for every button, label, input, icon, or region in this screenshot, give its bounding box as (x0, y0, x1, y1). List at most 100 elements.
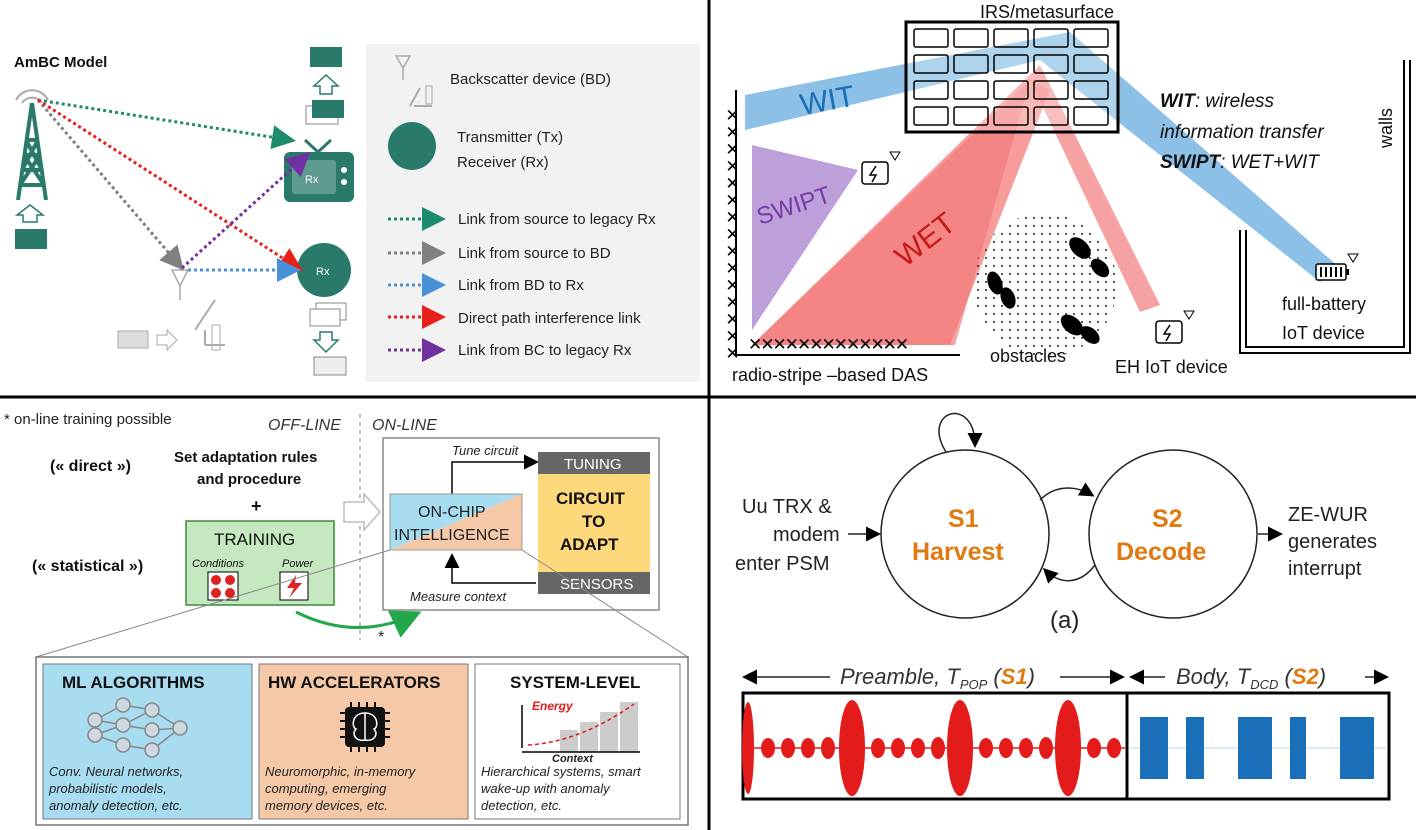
rules-line-1: Set adaptation rules (174, 449, 317, 466)
exit-line-3: interrupt (1288, 558, 1362, 580)
ml-algorithms-box (42, 663, 253, 820)
rx-data-block-2 (309, 308, 341, 327)
wur-panel: S1 Harvest S2 Decode Uu TRX & modem ente… (735, 412, 1391, 801)
tv-rx-label: Rx (305, 174, 319, 186)
eh-iot-device-icon-2 (1155, 310, 1195, 344)
ml-title: ML ALGORITHMS (62, 673, 205, 692)
wet-beam-main (752, 80, 1030, 345)
wet-beam-side (1030, 80, 1160, 312)
walls-label: walls (1376, 108, 1396, 149)
tune-circuit-label: Tune circuit (452, 443, 520, 458)
preamble-waveform (742, 700, 1121, 796)
preamble-open: ( (987, 664, 1003, 689)
def-swipt-key: SWIPT (1160, 152, 1222, 173)
legend-tx-rx-icon (388, 122, 436, 170)
online-label: ON-LINE (372, 417, 437, 434)
statistical-label: (« statistical ») (32, 558, 143, 575)
sys-text-1: Hierarchical systems, smart (481, 764, 642, 779)
training-label: TRAINING (214, 530, 295, 549)
down-arrow-icon (312, 331, 340, 354)
swipt-beam (752, 145, 858, 330)
legend-tx-label: Transmitter (Tx) (457, 129, 563, 146)
sys-text-2: wake-up with anomaly (481, 781, 611, 796)
circuit-box (538, 474, 650, 572)
sys-energy-label: Energy (532, 699, 574, 713)
rules-line-2: and procedure (197, 471, 301, 488)
def-wit-text: : wireless (1195, 91, 1275, 112)
link-direct-line (37, 98, 304, 272)
entry-line-1: Uu TRX & (742, 496, 832, 518)
exit-line-2: generates (1288, 531, 1377, 553)
sensors-bar (538, 572, 650, 594)
legend-link-2-label: Link from source to BD (458, 245, 611, 262)
onchip-box-orange (390, 494, 522, 550)
def-wit: WIT: wireless (1160, 91, 1275, 112)
backscatter-device-icon (170, 269, 225, 351)
das-label: radio-stripe –based DAS (732, 365, 928, 385)
das-stripe (735, 90, 960, 356)
onchip-line-1: ON-CHIP (418, 504, 486, 521)
preamble-subscript: POP (960, 677, 988, 692)
onchip-line-2: INTELLIGENCE (394, 527, 510, 544)
right-arrow-icon (156, 328, 178, 352)
link-bc-legacy-line (180, 151, 311, 270)
preamble-state: S1 (1001, 664, 1028, 689)
energy-context-mini-chart (521, 702, 640, 753)
tv-data-block (310, 47, 342, 67)
tower-icon (15, 89, 49, 201)
body-text: Body, T (1176, 664, 1252, 689)
offline-to-online-arrow (343, 492, 382, 532)
body-open: ( (1278, 664, 1294, 689)
rx-out-block (313, 356, 347, 376)
s1-label: S1 (948, 505, 979, 533)
bd-data-block (117, 330, 149, 349)
direct-label: (« direct ») (50, 458, 131, 475)
obstacles-label: obstacles (990, 346, 1066, 366)
full-battery-label-2: IoT device (1282, 323, 1365, 343)
zoom-line-right (521, 549, 689, 658)
online-training-note: * on-line training possible (4, 411, 172, 428)
tuning-label: TUNING (564, 456, 622, 473)
def-wit-key: WIT (1160, 91, 1196, 112)
measure-context-label: Measure context (410, 589, 507, 604)
legend-box (366, 44, 700, 382)
online-training-arrow (295, 610, 422, 638)
legend-link-5-label: Link from BC to legacy Rx (458, 342, 632, 359)
zoom-line-left (35, 549, 391, 658)
tx-data-block (15, 229, 47, 249)
state-s1 (880, 449, 1050, 619)
conditions-label: Conditions (192, 558, 244, 570)
preamble-label: Preamble, TPOP (S1) (840, 664, 1035, 692)
body-waveform (1140, 717, 1374, 779)
full-battery-label-1: full-battery (1282, 294, 1366, 314)
measure-arrow (444, 553, 536, 584)
def-swipt: SWIPT: WET+WIT (1160, 152, 1320, 173)
wit-beam (745, 32, 1340, 282)
ml-text-3: anomaly detection, etc. (49, 798, 183, 813)
battery-icon (1315, 253, 1359, 281)
das-x-marks-horizontal: ✕✕✕✕✕✕✕✕✕✕✕✕✕ (748, 335, 908, 354)
legend-link-1-label: Link from source to legacy Rx (458, 211, 656, 228)
offline-label: OFF-LINE (268, 417, 341, 434)
link-source-bd-line (36, 99, 184, 271)
s1-self-loop (938, 412, 983, 453)
irs-elements (913, 28, 1109, 126)
legend-link-3-label: Link from BD to Rx (458, 277, 584, 294)
body-label: Body, TDCD (S2) (1176, 664, 1326, 692)
sys-text-3: detection, etc. (481, 798, 562, 813)
irs-panel: IRS/metasurface ✕✕✕✕✕✕✕✕✕✕✕✕✕✕✕ ✕✕✕✕✕✕✕✕… (724, 2, 1411, 385)
rx-circle-label: Rx (316, 266, 330, 278)
up-arrow-icon (14, 204, 46, 223)
circuit-line-2: TO (582, 512, 605, 531)
s1-harvest-label: Harvest (912, 538, 1004, 566)
entry-line-3: enter PSM (735, 553, 829, 575)
eh-iot-device-icon (861, 151, 901, 185)
entry-line-2: modem (773, 524, 840, 546)
legend-link-4-label: Direct path interference link (458, 310, 641, 327)
conditions-grid-icon (207, 571, 239, 601)
legend-bd-label: Backscatter device (BD) (450, 71, 611, 88)
adaptation-panel: * on-line training possible OFF-LINE ON-… (4, 411, 689, 826)
onchip-box-outline (389, 493, 523, 551)
body-state: S2 (1292, 664, 1320, 689)
tv-rx-icon (284, 138, 354, 202)
